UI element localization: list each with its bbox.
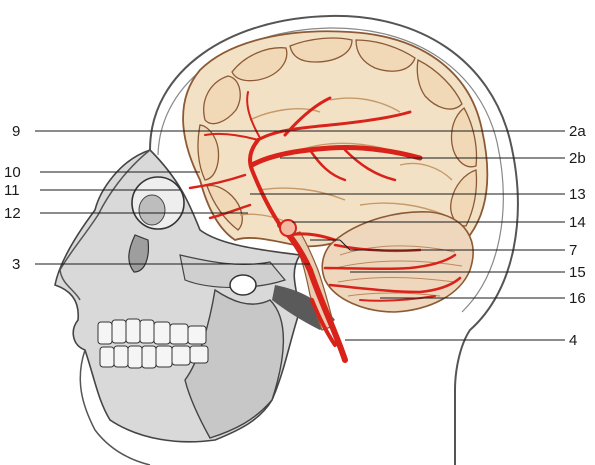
label-12: 12	[4, 205, 21, 222]
label-14: 14	[569, 214, 586, 231]
label-9: 9	[12, 123, 20, 140]
label-13: 13	[569, 186, 586, 203]
label-2b: 2b	[569, 150, 586, 167]
label-7: 7	[569, 242, 577, 259]
label-2a: 2a	[569, 123, 586, 140]
label-3: 3	[12, 256, 20, 273]
label-15: 15	[569, 264, 586, 281]
label-10: 10	[4, 164, 21, 181]
label-11: 11	[4, 182, 20, 199]
label-4: 4	[569, 332, 577, 349]
label-16: 16	[569, 290, 586, 307]
